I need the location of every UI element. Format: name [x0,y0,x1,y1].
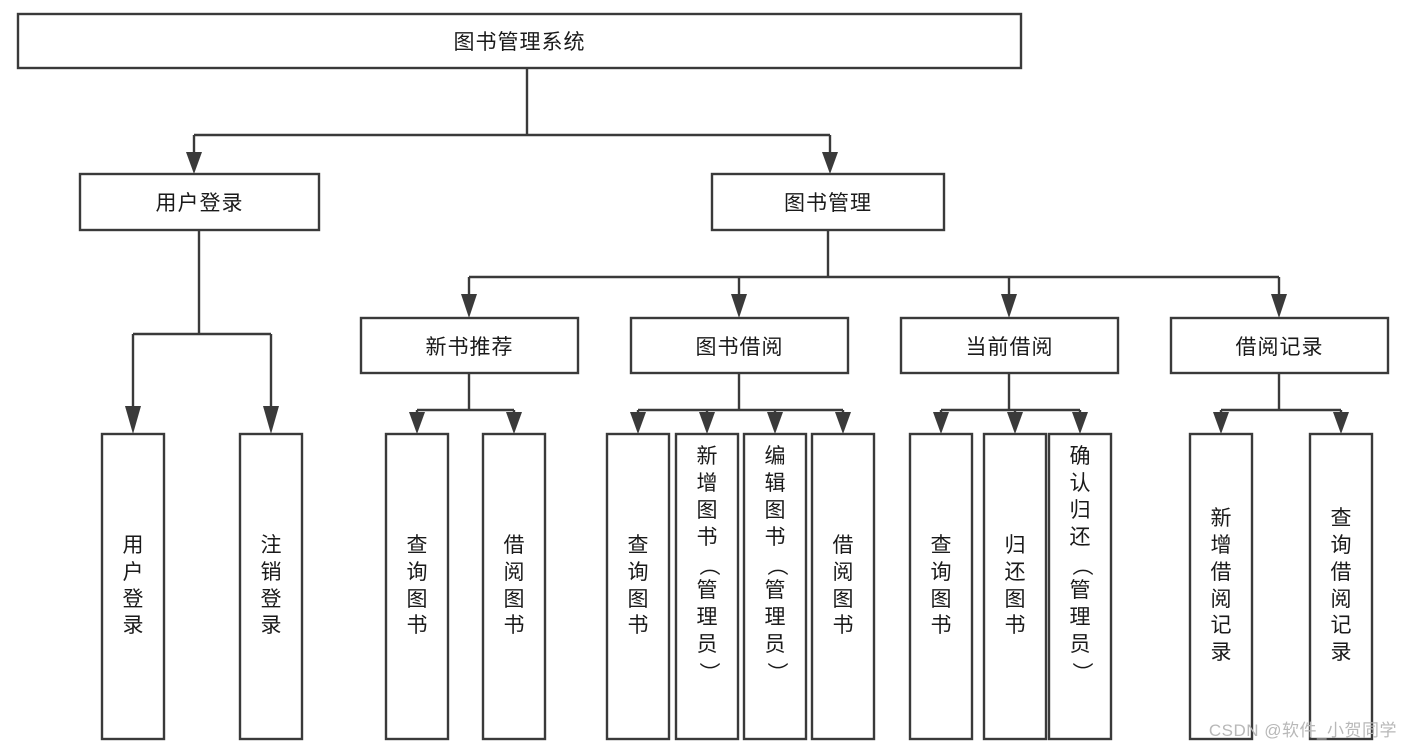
arrow-head-book-manage [822,152,838,174]
arrow-head-book-borrow [731,294,747,318]
node-box-leaf-add-book[interactable] [674,432,740,741]
node-box-root[interactable] [16,12,1023,70]
arrow-head-leaf-query-book-2 [630,412,646,434]
node-box-leaf-query-record[interactable] [1308,432,1374,741]
arrow-head-new-book-recommend [461,294,477,318]
arrow-head-leaf-borrow-book-1 [506,412,522,434]
node-box-leaf-query-book-1[interactable] [384,432,450,741]
arrow-head-leaf-query-book-3 [933,412,949,434]
node-box-leaf-confirm-return[interactable] [1047,432,1113,741]
node-box-leaf-borrow-book-1[interactable] [481,432,547,741]
node-box-leaf-return-book[interactable] [982,432,1048,741]
arrow-head-current-borrow [1001,294,1017,318]
node-box-leaf-user-login[interactable] [100,432,166,741]
node-box-user-login[interactable] [78,172,321,232]
arrow-head-leaf-query-record [1333,412,1349,434]
node-box-book-manage[interactable] [710,172,946,232]
arrow-head-leaf-user-logout [263,406,279,434]
arrow-head-leaf-borrow-book-2 [835,412,851,434]
node-box-leaf-add-record[interactable] [1188,432,1254,741]
node-box-borrow-record[interactable] [1169,316,1390,375]
arrow-head-leaf-user-login [125,406,141,434]
node-box-current-borrow[interactable] [899,316,1120,375]
arrow-head-leaf-edit-book [767,412,783,434]
node-box-leaf-edit-book[interactable] [742,432,808,741]
arrow-head-leaf-confirm-return [1072,412,1088,434]
arrow-head-borrow-record [1271,294,1287,318]
node-box-new-book-recommend[interactable] [359,316,580,375]
arrow-head-leaf-return-book [1007,412,1023,434]
node-box-leaf-borrow-book-2[interactable] [810,432,876,741]
csdn-watermark: CSDN @软件_小贺同学 [1208,721,1397,740]
arrow-head-leaf-add-record [1213,412,1229,434]
arrow-head-leaf-add-book [699,412,715,434]
node-box-leaf-query-book-2[interactable] [605,432,671,741]
arrow-head-user-login [186,152,202,174]
node-box-book-borrow[interactable] [629,316,850,375]
node-box-leaf-user-logout[interactable] [238,432,304,741]
node-box-leaf-query-book-3[interactable] [908,432,974,741]
arrow-head-leaf-query-book-1 [409,412,425,434]
